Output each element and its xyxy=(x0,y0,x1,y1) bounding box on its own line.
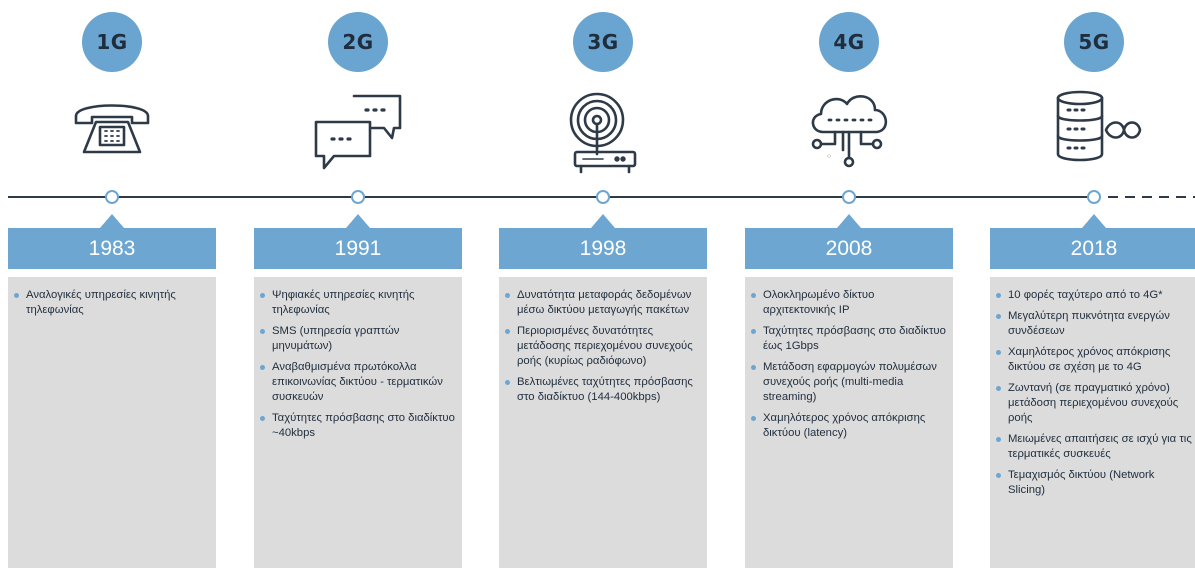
feature-item: Αναβαθμισμένα πρωτόκολλα επικοινωνίας δι… xyxy=(260,360,456,405)
feature-item: Βελτιωμένες ταχύτητες πρόσβασης στο διαδ… xyxy=(505,375,701,405)
features-list: Ολοκληρωμένο δίκτυο αρχιτεκτονικής IP Τα… xyxy=(751,288,947,441)
features-box: Ψηφιακές υπηρεσίες κινητής τηλεφωνίας SM… xyxy=(254,277,462,568)
year-label: 1991 xyxy=(254,228,462,269)
database-infinity-icon xyxy=(1044,86,1144,178)
timeline-dashed-extension xyxy=(1108,196,1195,198)
feature-item: Δυνατότητα μεταφοράς δεδομένων μέσω δικτ… xyxy=(505,288,701,318)
features-list: Αναλογικές υπηρεσίες κινητής τηλεφωνίας xyxy=(14,288,210,318)
generation-badge: 2G xyxy=(328,12,388,72)
year-label: 1983 xyxy=(8,228,216,269)
features-list: 10 φορές ταχύτερο από το 4G* Μεγαλύτερη … xyxy=(996,288,1192,498)
timeline-node xyxy=(351,190,365,204)
features-list: Δυνατότητα μεταφοράς δεδομένων μέσω δικτ… xyxy=(505,288,701,405)
generation-1g: 1G 1983 Αναλογικές υπηρεσίες κινητής τηλ… xyxy=(8,0,216,568)
year-pointer xyxy=(837,214,861,228)
feature-item: Ολοκληρωμένο δίκτυο αρχιτεκτονικής IP xyxy=(751,288,947,318)
year-label: 1998 xyxy=(499,228,707,269)
timeline-node xyxy=(105,190,119,204)
features-box: Αναλογικές υπηρεσίες κινητής τηλεφωνίας xyxy=(8,277,216,568)
generation-2g: 2G 1991 Ψηφιακές υπηρεσίες κινητής τηλεφ… xyxy=(254,0,462,568)
generation-badge: 5G xyxy=(1064,12,1124,72)
generation-badge: 1G xyxy=(82,12,142,72)
year-pointer xyxy=(346,214,370,228)
feature-item: Περιορισμένες δυνατότητες μετάδοσης περι… xyxy=(505,324,701,369)
timeline-line xyxy=(8,196,1093,198)
year-pointer xyxy=(100,214,124,228)
features-list: Ψηφιακές υπηρεσίες κινητής τηλεφωνίας SM… xyxy=(260,288,456,441)
feature-item: Αναλογικές υπηρεσίες κινητής τηλεφωνίας xyxy=(14,288,210,318)
cloud-network-icon xyxy=(799,86,899,178)
timeline-node xyxy=(842,190,856,204)
feature-item: Μεγαλύτερη πυκνότητα ενεργών συνδέσεων xyxy=(996,309,1192,339)
timeline-node xyxy=(596,190,610,204)
wireless-router-icon xyxy=(553,86,653,178)
feature-item: Ψηφιακές υπηρεσίες κινητής τηλεφωνίας xyxy=(260,288,456,318)
chat-bubbles-icon xyxy=(308,86,408,178)
year-pointer xyxy=(591,214,615,228)
features-box: Ολοκληρωμένο δίκτυο αρχιτεκτονικής IP Τα… xyxy=(745,277,953,568)
feature-item: Χαμηλότερος χρόνος απόκρισης δικτύου (la… xyxy=(751,411,947,441)
feature-item: 10 φορές ταχύτερο από το 4G* xyxy=(996,288,1192,303)
generation-5g: 5G 2018 10 φορές ταχύτερο από το 4G* Μεγ… xyxy=(990,0,1195,568)
year-pointer xyxy=(1082,214,1106,228)
generation-4g: 4G 2008 Ολοκληρωμένο δίκτυο αρχιτεκτονικ… xyxy=(745,0,953,568)
year-label: 2008 xyxy=(745,228,953,269)
generation-badge: 4G xyxy=(819,12,879,72)
feature-item: Μετάδοση εφαρμογών πολυμέσων συνεχούς ρο… xyxy=(751,360,947,405)
year-label: 2018 xyxy=(990,228,1195,269)
features-box: Δυνατότητα μεταφοράς δεδομένων μέσω δικτ… xyxy=(499,277,707,568)
feature-item: Χαμηλότερος χρόνος απόκρισης δικτύου σε … xyxy=(996,345,1192,375)
feature-item: Ταχύτητες πρόσβασης στο διαδίκτυο έως 1G… xyxy=(751,324,947,354)
telephone-icon xyxy=(62,86,162,178)
feature-item: Ταχύτητες πρόσβασης στο διαδίκτυο ~40kbp… xyxy=(260,411,456,441)
timeline-node xyxy=(1087,190,1101,204)
feature-item: SMS (υπηρεσία γραπτών μηνυμάτων) xyxy=(260,324,456,354)
generation-3g: 3G 1998 Δυνατότητα μεταφοράς δεδομένων μ… xyxy=(499,0,707,568)
feature-item: Μειωμένες απαιτήσεις σε ισχύ για τις τερ… xyxy=(996,432,1192,462)
feature-item: Τεμαχισμός δικτύου (Network Slicing) xyxy=(996,468,1192,498)
feature-item: Ζωντανή (σε πραγματικό χρόνο) μετάδοση π… xyxy=(996,381,1192,426)
features-box: 10 φορές ταχύτερο από το 4G* Μεγαλύτερη … xyxy=(990,277,1195,568)
generation-badge: 3G xyxy=(573,12,633,72)
